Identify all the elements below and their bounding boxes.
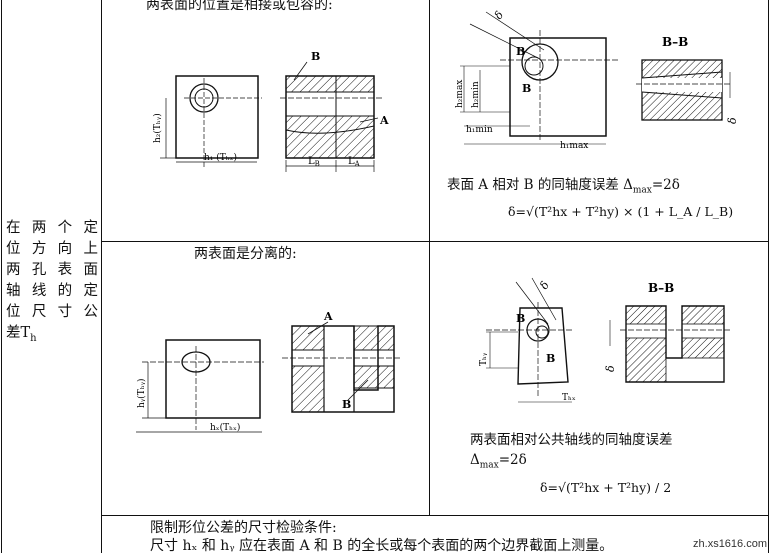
row-header-line-4: 轴线的定 — [6, 283, 98, 299]
svg-text:A: A — [323, 310, 333, 323]
footer-line-2: 尺寸 hₓ 和 hᵧ 应在表面 A 和 B 的全长或每个表面的两个边界截面上测量… — [150, 538, 614, 554]
row-header-line-6: 差T — [6, 325, 31, 341]
bottom-right-drawing: δ B B Tₕᵧ Tₕₓ B–B δ — [479, 277, 730, 403]
svg-text:B: B — [516, 312, 525, 325]
table-border-left — [1, 0, 2, 553]
row-header-line-2: 位方向上 — [6, 241, 98, 257]
bottom-right-formula-1: 两表面相对公共轴线的同轴度误差 — [470, 432, 673, 448]
row-header-line-5: 位尺寸公 — [6, 304, 98, 320]
top-right-drawing: δ B B h₂max h₂min h₁min h₁max B–B δ — [455, 9, 739, 151]
svg-text:B: B — [342, 398, 351, 411]
svg-text:h₂(Tₕᵧ): h₂(Tₕᵧ) — [152, 113, 163, 143]
svg-text:δ: δ — [492, 9, 507, 22]
table-divider-header — [101, 0, 102, 553]
svg-text:δ: δ — [726, 117, 739, 124]
watermark: zh.xs1616.com — [693, 538, 767, 550]
svg-text:Tₕᵧ: Tₕᵧ — [479, 352, 489, 366]
row-header-sub: h — [30, 332, 37, 344]
table-row-divider — [101, 241, 769, 242]
bottom-right-formula-3: δ=√(T²hx + T²hy) / 2 — [540, 480, 672, 495]
row-header-line-3: 两孔表面 — [6, 262, 98, 278]
svg-text:δ: δ — [604, 365, 617, 372]
svg-text:LB: LB — [308, 156, 320, 168]
svg-text:h₁ (Tₕₓ): h₁ (Tₕₓ) — [204, 152, 237, 163]
top-right-section-label: B–B — [662, 35, 688, 49]
bottom-right-formula-2: Δmax=2δ — [470, 452, 527, 471]
footer-line-1: 限制形位公差的尺寸检验条件: — [150, 520, 337, 536]
svg-text:B: B — [546, 352, 555, 365]
svg-text:B: B — [522, 82, 531, 95]
top-right-formula-1: 表面 A 相对 B 的同轴度误差 Δmax=2δ — [447, 177, 680, 196]
table-footer-divider — [101, 515, 769, 516]
svg-text:B: B — [516, 45, 525, 58]
table-divider-middle — [429, 0, 430, 515]
top-right-formula-2: δ=√(T²hx + T²hy) × (1 + L_A / L_B) — [508, 204, 734, 219]
svg-text:Tₕₓ: Tₕₓ — [562, 393, 576, 403]
svg-text:h₁max: h₁max — [560, 141, 588, 151]
row-header-line-1: 在两个定 — [6, 220, 98, 236]
svg-text:h₁min: h₁min — [466, 125, 493, 135]
table-border-right — [768, 0, 769, 553]
bottom-left-caption: 两表面是分离的: — [194, 246, 297, 262]
svg-text:A: A — [379, 114, 389, 127]
svg-text:δ: δ — [537, 279, 552, 292]
row-header: 在两个定 位方向上 两孔表面 轴线的定 位尺寸公 差Th — [6, 218, 98, 349]
svg-text:h₂max: h₂max — [455, 80, 465, 108]
top-left-drawing: h₂(Tₕᵧ) h₁ (Tₕₓ) B A LB LA — [152, 50, 389, 172]
top-left-caption: 两表面的位置是相接或包容的: — [146, 0, 333, 13]
bottom-left-drawing: hᵧ(Tₕᵧ) hₓ(Tₕₓ) A B — [136, 310, 402, 433]
svg-text:B: B — [311, 50, 320, 63]
bottom-right-section-label: B–B — [648, 281, 674, 295]
svg-text:hₓ(Tₕₓ): hₓ(Tₕₓ) — [210, 422, 240, 433]
svg-text:hᵧ(Tₕᵧ): hᵧ(Tₕᵧ) — [136, 379, 147, 409]
svg-text:h₂min: h₂min — [471, 81, 481, 108]
